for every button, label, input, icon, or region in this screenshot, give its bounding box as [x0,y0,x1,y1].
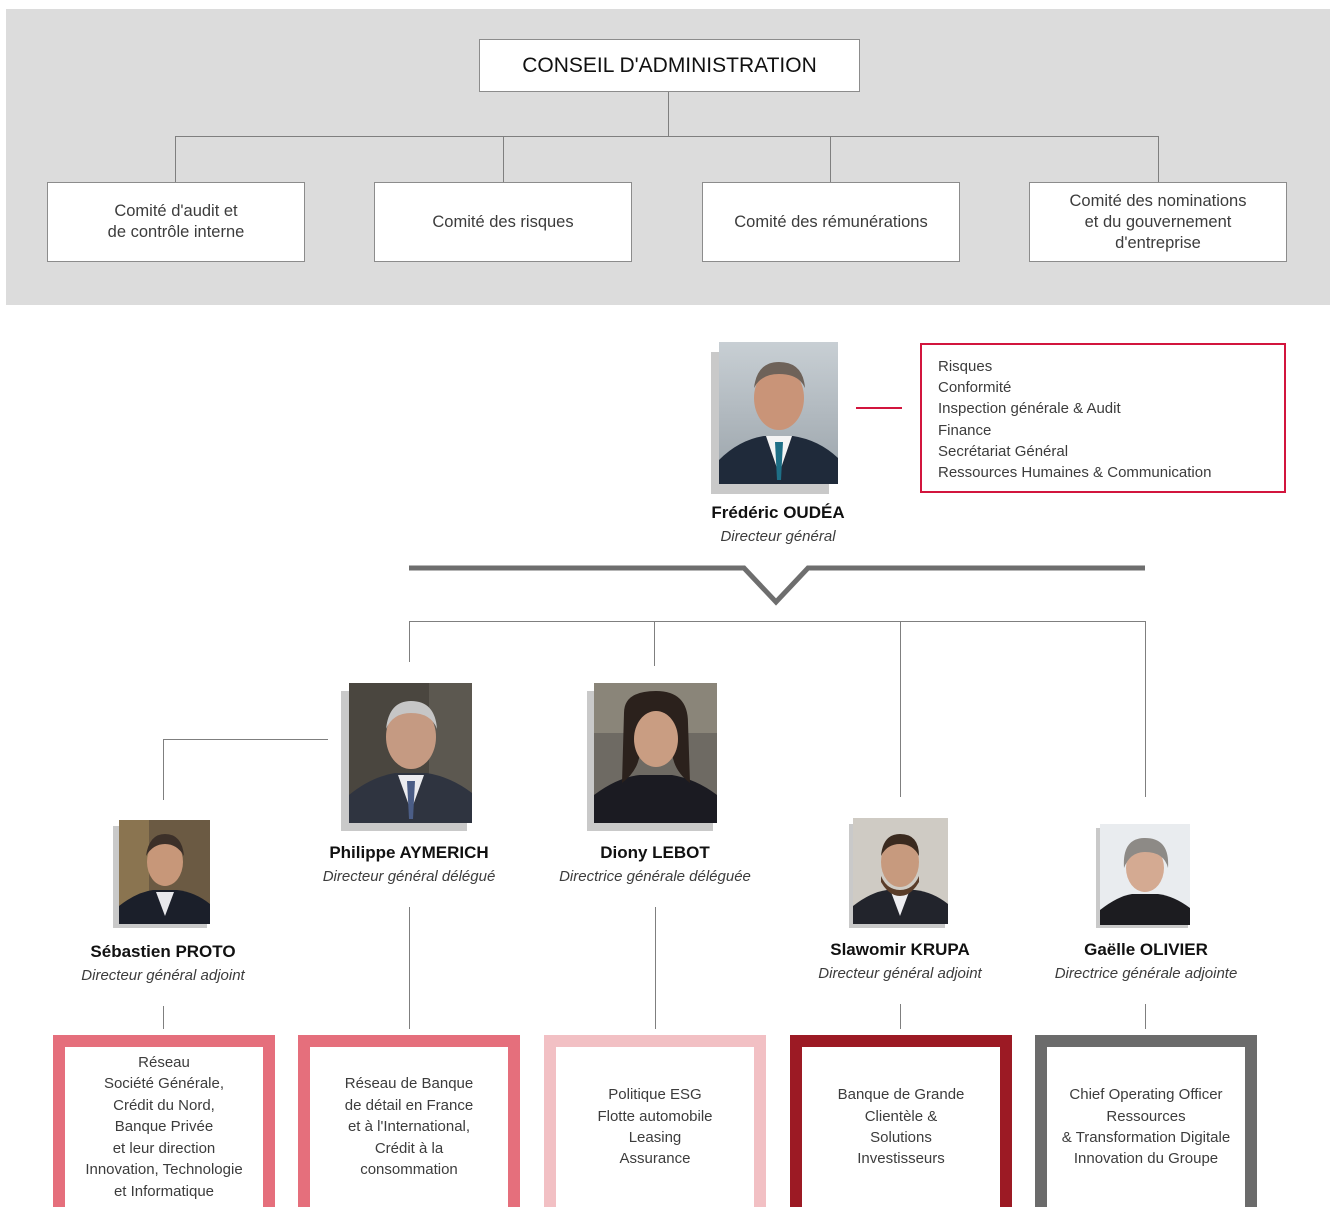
committee-label: Comité des risques [432,212,574,231]
area-connector [163,1006,164,1029]
exec-title: Directeur général adjoint [81,967,245,984]
area-retail-international: Réseau de Banque de détail en France et … [298,1035,520,1207]
ceo-functions-connector [856,407,902,409]
area-label: Réseau de Banque de détail en France et … [344,1075,474,1179]
board-connector [503,136,504,182]
committee-label: Comité des nominations et du gouvernemen… [1069,191,1247,252]
exec-name: Gaëlle OLIVIER [1084,940,1208,959]
exec-connector [409,621,410,662]
board-connector [175,136,1159,137]
ceo-name: Frédéric OUDÉA [711,503,845,522]
area-connector [409,907,410,1029]
hierarchy-chevron [409,565,1145,606]
area-label: Réseau Société Générale, Crédit du Nord,… [85,1054,243,1200]
exec-connector [1145,621,1146,797]
exec-title: Directrice générale déléguée [559,868,751,885]
ceo-functions-box: Risques Conformité Inspection générale &… [920,343,1286,493]
exec-connector [900,621,901,797]
area-global-banking: Banque de Grande Clientèle & Solutions I… [790,1035,1012,1207]
area-esg-insurance: Politique ESG Flotte automobile Leasing … [544,1035,766,1207]
area-connector [900,1004,901,1029]
committee-nominations: Comité des nominations et du gouvernemen… [1029,182,1287,262]
board-connector [830,136,831,182]
exec-title: Directeur général adjoint [818,965,982,982]
area-retail-network: Réseau Société Générale, Crédit du Nord,… [53,1035,275,1207]
area-connector [1145,1004,1146,1029]
ceo-function-item: Inspection générale & Audit [938,400,1121,418]
board-connector [1158,136,1159,182]
ceo-function-item: Conformité [938,379,1012,397]
committee-label: Comité d'audit et de contrôle interne [107,202,245,241]
committee-label: Comité des rémunérations [734,212,928,231]
ceo-function-item: Secrétariat Général [938,442,1069,460]
committee-risks: Comité des risques [374,182,632,262]
ceo-title: Directeur général [720,528,836,545]
exec-name: Diony LEBOT [600,843,710,862]
area-connector [655,907,656,1029]
exec-title: Directeur général délégué [322,868,496,885]
ceo-function-item: Ressources Humaines & Communication [938,464,1212,482]
exec-connector [409,621,1146,622]
exec-name: Slawomir KRUPA [830,940,970,959]
area-label: Banque de Grande Clientèle & Solutions I… [837,1086,965,1168]
exec-connector [654,621,655,666]
committee-remuneration: Comité des rémunérations [702,182,960,262]
board-title-box: CONSEIL D'ADMINISTRATION [479,39,860,92]
area-operations: Chief Operating Officer Ressources & Tra… [1035,1035,1257,1207]
area-label: Chief Operating Officer Ressources & Tra… [1061,1086,1231,1168]
board-connector [668,92,669,136]
committee-audit: Comité d'audit et de contrôle interne [47,182,305,262]
exec-title: Directrice générale adjointe [1054,965,1238,982]
ceo-function-item: Risques [938,358,993,375]
exec-name: Philippe AYMERICH [329,843,489,862]
board-connector [175,136,176,182]
area-label: Politique ESG Flotte automobile Leasing … [597,1086,713,1168]
exec-name: Sébastien PROTO [90,942,236,961]
ceo-function-item: Finance [938,421,992,439]
board-title: CONSEIL D'ADMINISTRATION [522,53,817,77]
exec-connector [163,739,328,740]
exec-connector [163,739,164,800]
